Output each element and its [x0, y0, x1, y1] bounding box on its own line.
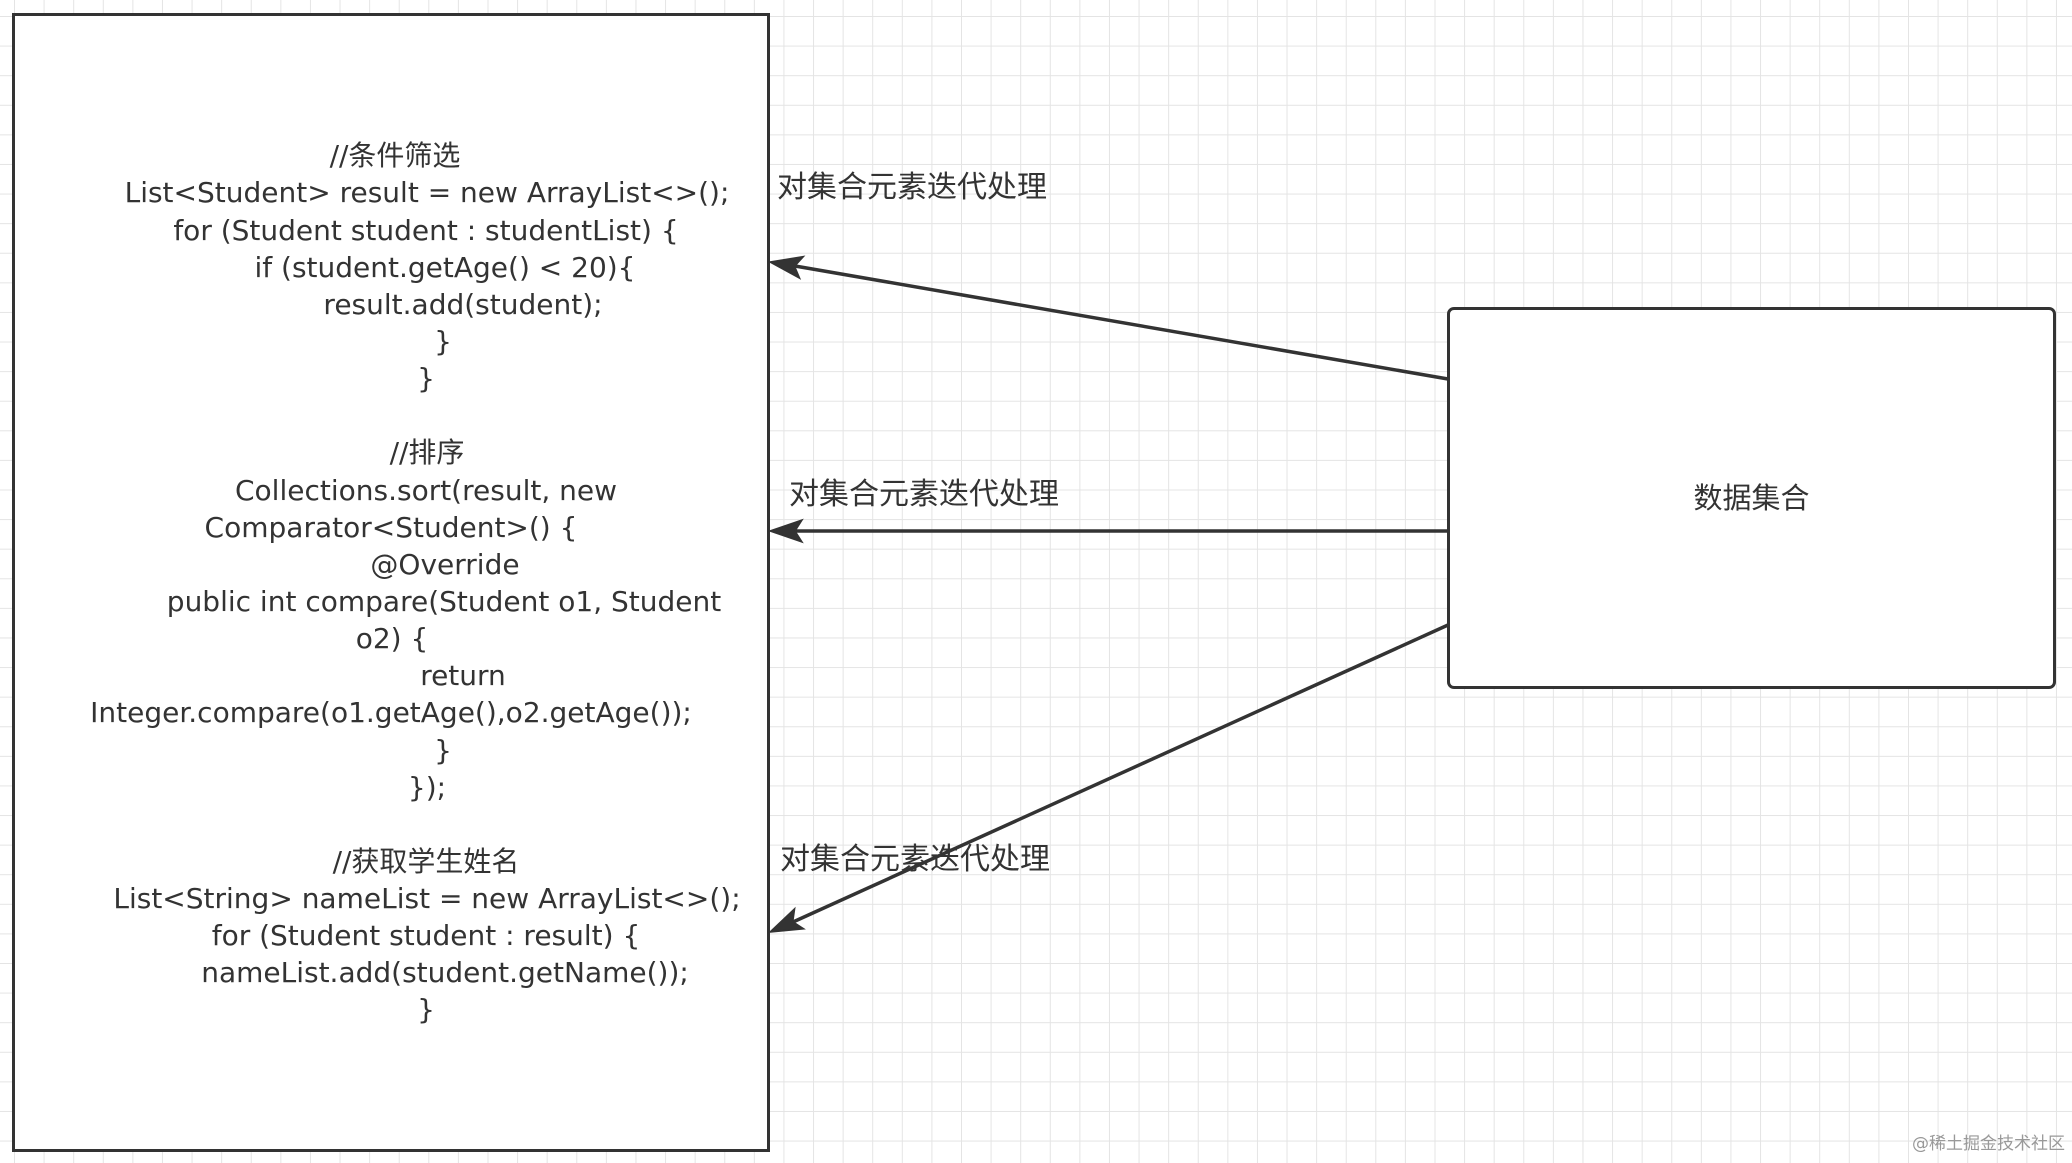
edge-3-arrowhead: [767, 906, 806, 933]
edge-2-arrowhead: [767, 518, 804, 544]
code-comment-sort: //排序: [389, 436, 465, 469]
code-line: @Override: [370, 548, 520, 581]
code-line: public int compare(Student o1, Student: [166, 585, 722, 618]
data-collection-box: 数据集合: [1447, 307, 2056, 689]
code-line: List<String> nameList = new ArrayList<>(…: [113, 882, 741, 915]
code-line: });: [407, 771, 447, 804]
edge-2-label: 对集合元素迭代处理: [789, 477, 1059, 512]
code-line: result.add(student);: [323, 288, 603, 321]
edge-3-label: 对集合元素迭代处理: [780, 842, 1050, 877]
code-line: o2) {: [355, 622, 429, 655]
code-line: List<Student> result = new ArrayList<>()…: [124, 176, 730, 209]
code-line: }: [434, 325, 452, 358]
code-line: Collections.sort(result, new: [234, 474, 618, 507]
code-line: for (Student student : studentList) {: [173, 214, 679, 247]
code-line: nameList.add(student.getName());: [201, 956, 689, 989]
data-collection-label: 数据集合: [1693, 481, 1810, 515]
code-line: }: [417, 993, 435, 1026]
code-line: Integer.compare(o1.getAge(),o2.getAge())…: [90, 696, 692, 729]
code-line: }: [417, 362, 435, 395]
edge-1: [767, 255, 1449, 381]
corner-watermark: @稀土掘金技术社区: [1912, 1134, 2065, 1154]
edge-3: [767, 623, 1449, 933]
code-line: Comparator<Student>() {: [204, 511, 578, 544]
code-comment-filter: //条件筛选: [329, 139, 461, 172]
edge-1-arrowhead: [767, 255, 806, 280]
code-line: }: [434, 734, 452, 767]
edge-2: [767, 518, 1448, 544]
code-line: if (student.getAge() < 20){: [254, 251, 636, 284]
code-comment-names: //获取学生姓名: [332, 845, 520, 878]
edge-1-line: [794, 264, 1449, 381]
code-line: return: [420, 659, 506, 692]
code-box: //条件筛选 List<Student> result = new ArrayL…: [12, 13, 770, 1152]
code-line: for (Student student : result) {: [211, 919, 641, 952]
edge-1-label: 对集合元素迭代处理: [777, 170, 1047, 205]
